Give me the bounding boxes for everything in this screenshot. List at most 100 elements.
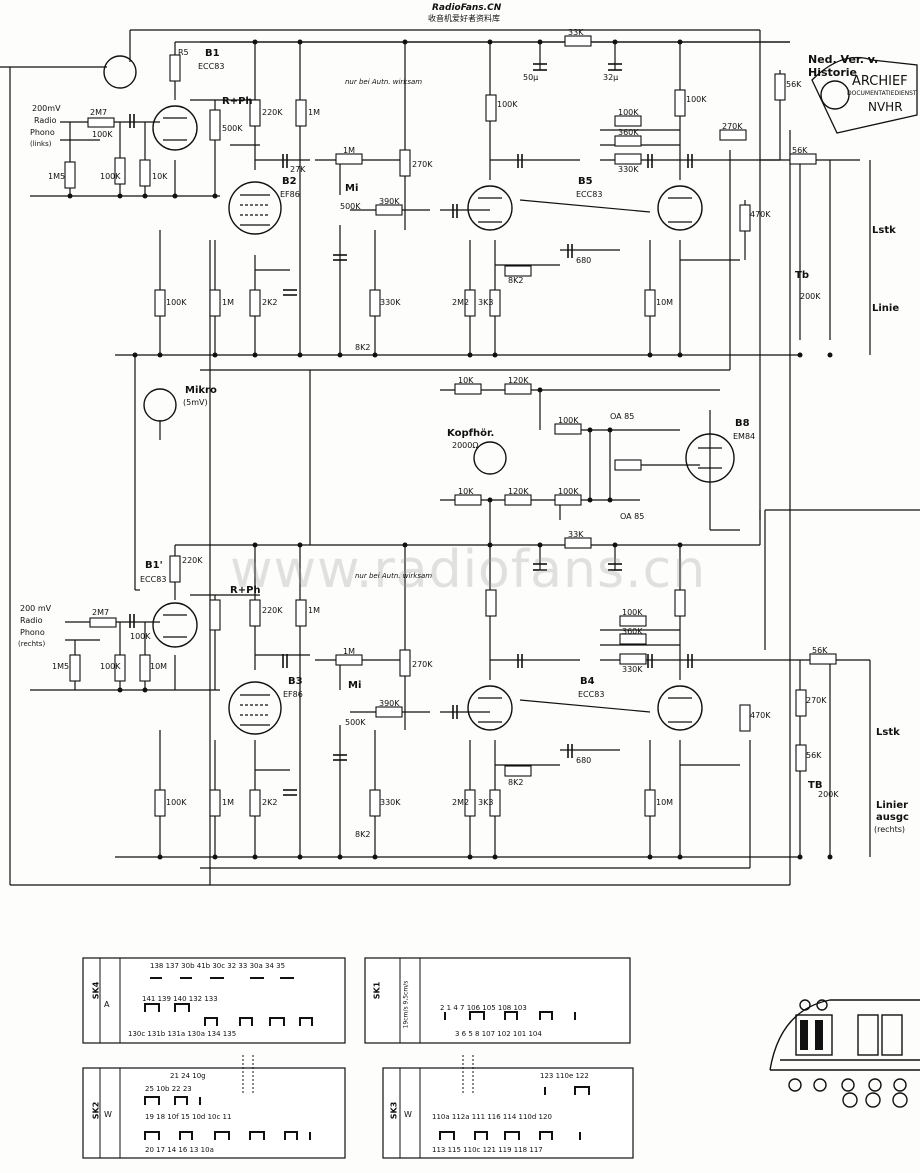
label-C29-value: 8K2: [355, 343, 371, 352]
label-C4-value: 27K: [290, 165, 306, 174]
label-R131-value: 10K: [458, 487, 474, 496]
label-R30-value: 120K: [508, 376, 529, 385]
lower-tb: TB: [808, 780, 823, 791]
label-R134-value: 470K: [750, 711, 771, 720]
upper-input-level: 200mV: [32, 104, 61, 113]
label-R115-value: 390K: [379, 699, 400, 708]
label-R140-value: 200K: [818, 790, 839, 799]
label-C2-value: 100K: [92, 130, 113, 139]
lower-input-radio: Radio: [20, 616, 43, 625]
tube-b1-type: ECC83: [198, 62, 225, 71]
label-R40-value: 200K: [800, 292, 821, 301]
label-R31-value: 10K: [458, 376, 474, 385]
label-R127-value: 330K: [622, 665, 643, 674]
kopfhoer-impedance: 2000Ω: [452, 441, 479, 450]
label-R19-value: 100K: [497, 100, 518, 109]
org-name: Ned. Ver. v. Historie: [808, 53, 879, 79]
label-R139-value: 56K: [812, 646, 828, 655]
sk1-label: SK1: [372, 981, 382, 1000]
sk2-bot-row: 20 17 14 16 13 10a: [145, 1146, 214, 1154]
sk3-top-row: 123 110e 122: [540, 1072, 589, 1080]
label-C26-value: 50µ: [523, 73, 539, 82]
label-R12-value: 500K: [340, 202, 361, 211]
label-R114-value: 330K: [380, 798, 401, 807]
label-R34-value: 270K: [722, 122, 743, 131]
label-R24-value: 33K: [568, 28, 584, 37]
label-R110-value: 220K: [262, 606, 283, 615]
label-R39-value: 56K: [792, 146, 808, 155]
label-R28-value: 10M: [656, 298, 674, 307]
label-R3-value: 100K: [100, 172, 121, 181]
label-R29-value: 100K: [686, 95, 707, 104]
archive-code: NVHR: [868, 100, 903, 114]
label-R101-value: 1M5: [52, 662, 70, 671]
diode1-label: OA 85: [610, 412, 635, 421]
label-R14-value: 330K: [380, 298, 401, 307]
upper-tb: Tb: [795, 270, 809, 281]
label-R2-value: 2M7: [90, 108, 108, 117]
label-R15-value: 390K: [379, 197, 400, 206]
lower-linie-side: (rechts): [874, 825, 906, 834]
tube-b1b-type: ECC83: [140, 575, 167, 584]
lower-input-phono: Phono: [20, 628, 45, 637]
label-R10-value: 220K: [262, 108, 283, 117]
label-R1-value: 1M5: [48, 172, 66, 181]
label-R9-value: 2K2: [262, 298, 278, 307]
upper-mi: Mi: [345, 183, 359, 194]
sk4-label: SK4: [91, 981, 101, 1000]
label-R16-value: 270K: [412, 160, 433, 169]
sk1-bot-row: 3 6 5 8 107 102 101 104: [455, 1030, 542, 1038]
lower-linie: Linier: [876, 800, 909, 811]
tube-b8-type: EM84: [733, 432, 756, 441]
sk4-mid-row: 141 139 140 132 133: [142, 995, 218, 1003]
label-R32-value: 100K: [558, 416, 579, 425]
label-R126-value: 360K: [622, 627, 643, 636]
kopfhoer-label: Kopfhör.: [447, 428, 495, 439]
label-R104-value: 10M: [150, 662, 168, 671]
sk4-bot-row: 130c 131b 131a 130a 134 135: [128, 1030, 237, 1038]
label-C27-value: 32µ: [603, 73, 619, 82]
label-R25-value: 100K: [618, 108, 639, 117]
sk4-top-row: 138 137 30b 41b 30c 32 33 30a 34 35: [150, 962, 286, 970]
label-R109-value: 2K2: [262, 798, 278, 807]
label-R8-value: 1M: [222, 298, 234, 307]
label-R27-value: 330K: [618, 165, 639, 174]
tube-b4-label: B4: [580, 676, 595, 687]
upper-lstk: Lstk: [872, 225, 896, 236]
label-R6-value: 500K: [222, 124, 243, 133]
label-R128-value: 10M: [656, 798, 674, 807]
label-R103-value: 100K: [100, 662, 121, 671]
label-R13-value: 1M: [343, 146, 355, 155]
archive-subtitle: DOCUMENTATIEDIENST: [847, 90, 917, 97]
diode2-label: OA 85: [620, 512, 645, 521]
label-R113-value: 1M: [343, 647, 355, 656]
tube-b5-label: B5: [578, 176, 593, 187]
tube-b2-type: EF86: [280, 190, 300, 199]
upper-rph: R+Ph: [222, 96, 253, 107]
tube-b1b-label: B1': [145, 560, 163, 571]
upper-linie: Linie: [872, 303, 900, 314]
label-R130-value: 120K: [508, 487, 529, 496]
tube-b8-label: B8: [735, 418, 750, 429]
label-R124-value: 33K: [568, 530, 584, 539]
label-R118-value: 3K3: [478, 798, 494, 807]
label-R18-value: 3K3: [478, 298, 494, 307]
tube-b3-label: B3: [288, 676, 303, 687]
label-C102-value: 100K: [130, 632, 151, 641]
upper-input-phono: Phono: [30, 128, 55, 137]
tube-b5-type: ECC83: [576, 190, 603, 199]
upper-note: nur bei Autn. wirksam: [345, 78, 423, 86]
lower-input-level: 200 mV: [20, 604, 52, 613]
sk3-bot-row: 113 115 110c 121 119 118 117: [432, 1146, 543, 1154]
label-R117-value: 2M2: [452, 798, 470, 807]
mikro-label: Mikro: [185, 385, 217, 396]
sk2-low-row: 19 18 10f 15 10d 10c 11: [145, 1113, 232, 1121]
label-R111-value: 1M: [308, 606, 320, 615]
sk3-sub: W: [404, 1110, 412, 1119]
label-R136-value: 56K: [806, 751, 822, 760]
label-R36-value: 56K: [786, 80, 802, 89]
label-C109-value: 680: [576, 756, 592, 765]
upper-input-radio: Radio: [34, 116, 57, 125]
